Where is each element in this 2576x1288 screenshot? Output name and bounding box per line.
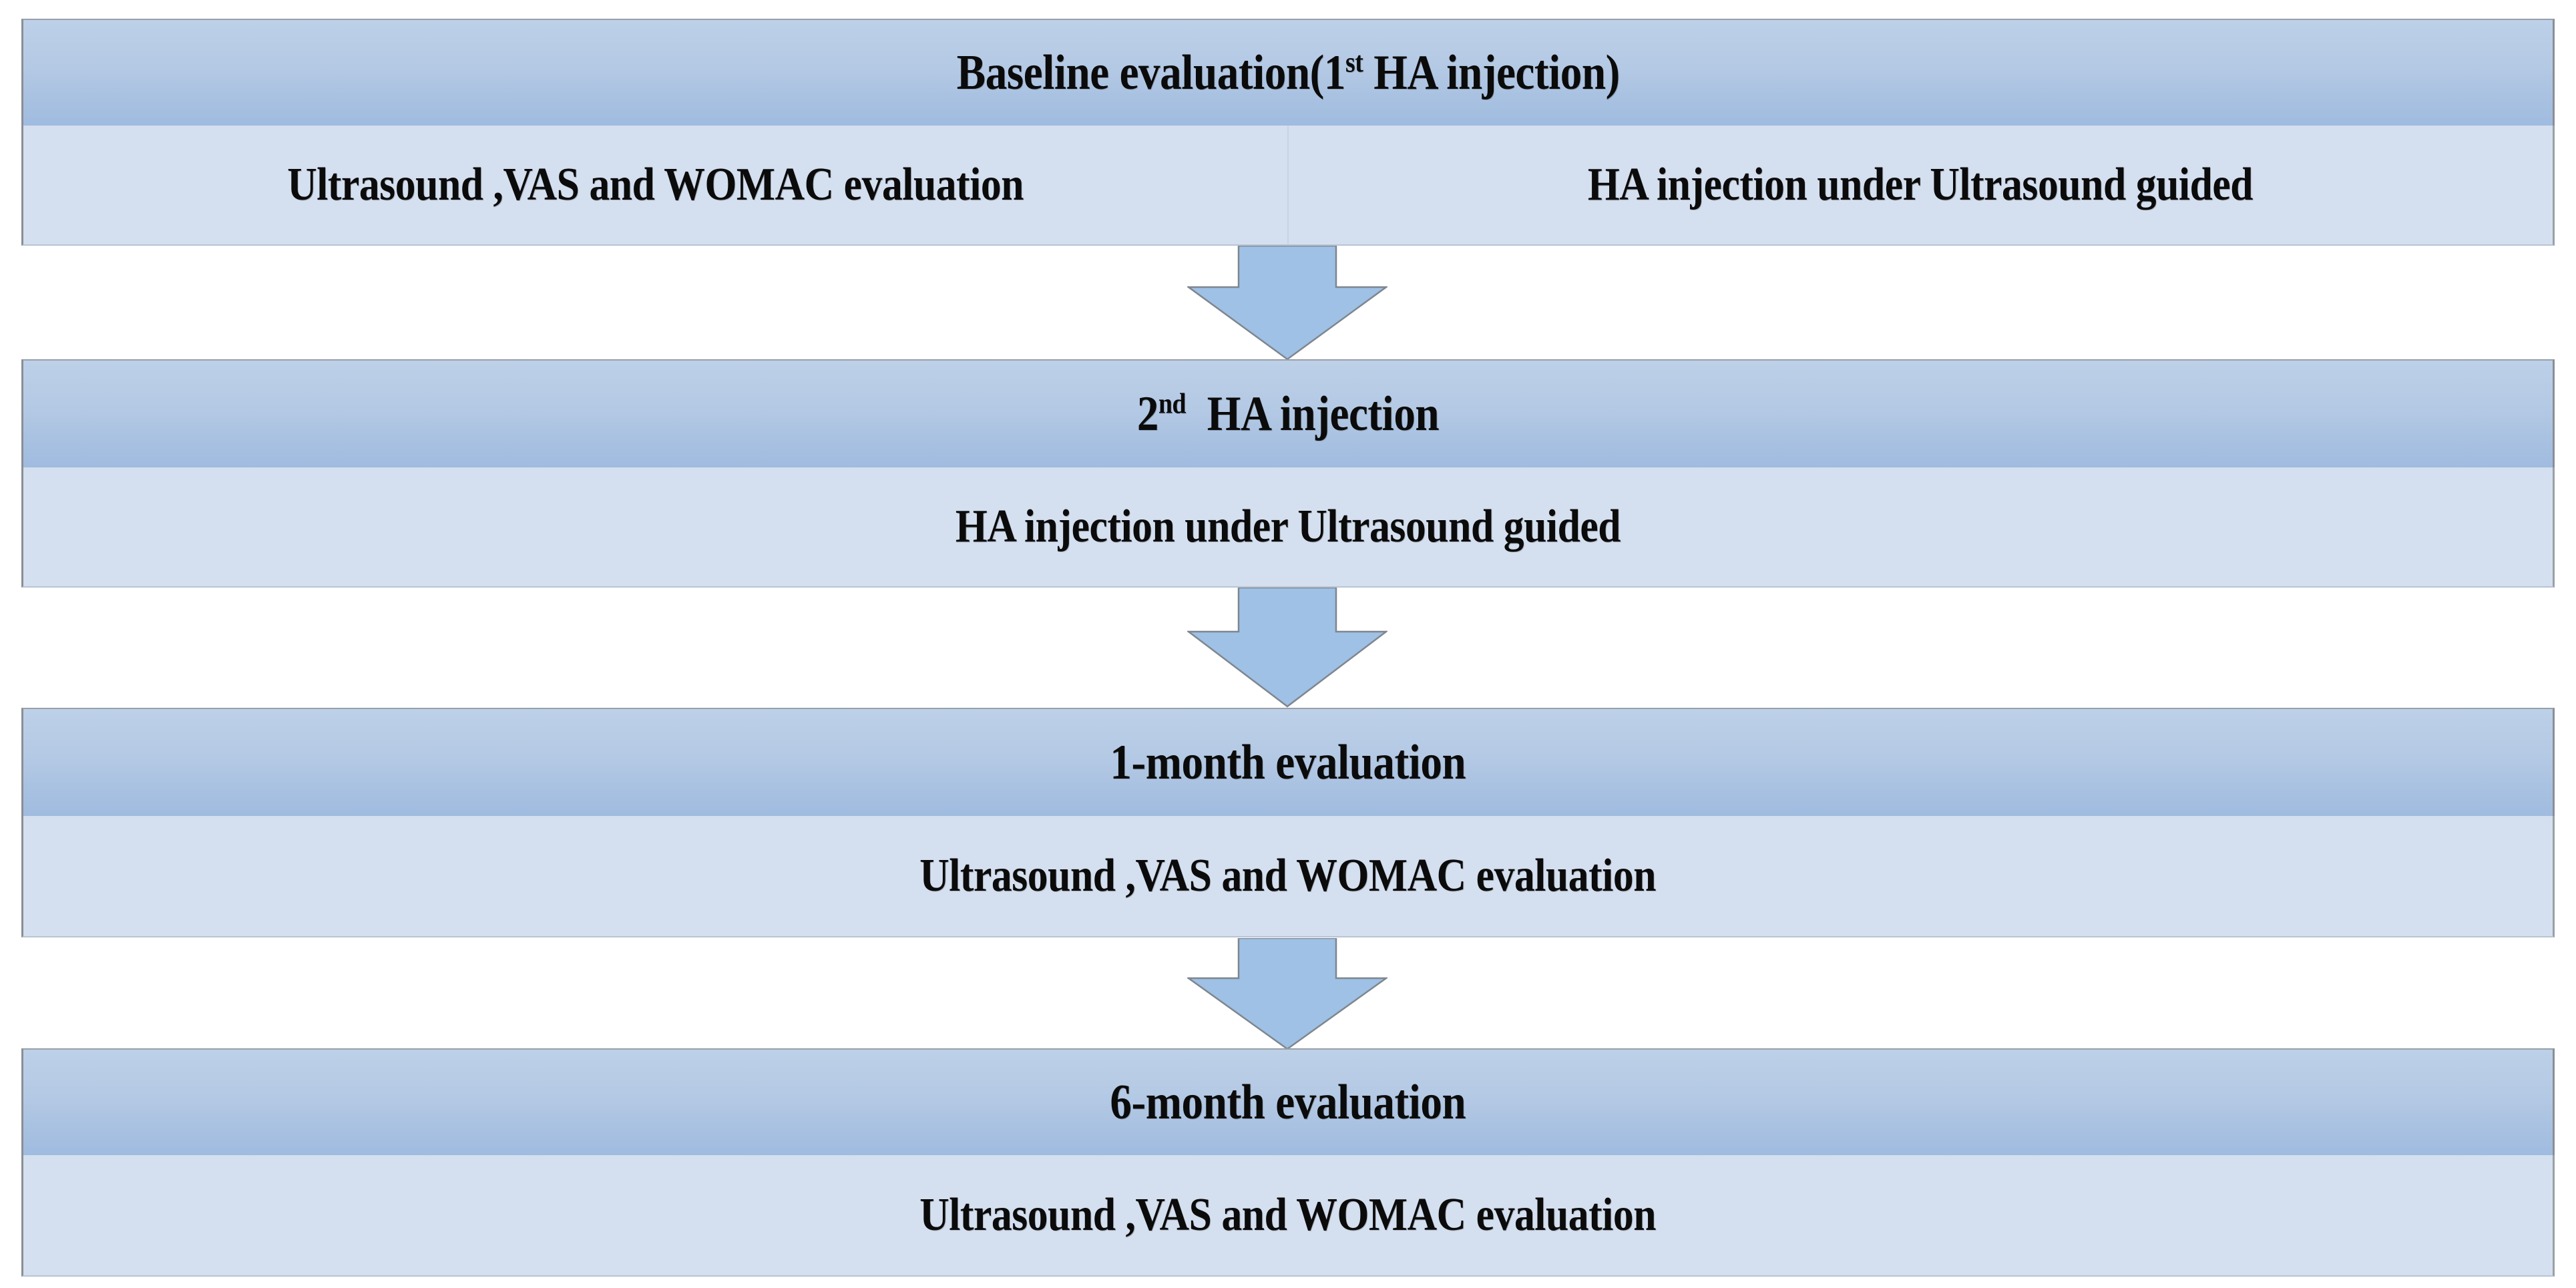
down-arrow-icon [1187, 938, 1387, 1050]
stage-baseline-cell-evaluation-label: Ultrasound ,VAS and WOMAC evaluation [287, 159, 1024, 210]
stage-baseline-title-superscript: st [1345, 47, 1363, 79]
stage-one-month-header: 1-month evaluation [21, 708, 2555, 816]
stage-second-injection-title: 2nd HA injection [1136, 387, 1440, 441]
stage-second-injection-title-prefix: 2 [1136, 387, 1159, 441]
stage-baseline-title-suffix: HA injection) [1363, 45, 1620, 100]
stage-one-month-title: 1-month evaluation [1110, 738, 1466, 787]
stage-baseline-cell-evaluation: Ultrasound ,VAS and WOMAC evaluation [23, 126, 1289, 244]
stage-second-injection-header: 2nd HA injection [21, 359, 2555, 467]
arrow-baseline-to-second [1187, 246, 1387, 361]
stage-second-injection-body: HA injection under Ultrasound guided [21, 467, 2555, 588]
stage-second-injection-body-label: HA injection under Ultrasound guided [955, 501, 1621, 552]
stage-baseline: Baseline evaluation(1st HA injection) Ul… [21, 19, 2555, 246]
stage-one-month-body: Ultrasound ,VAS and WOMAC evaluation [21, 816, 2555, 937]
down-arrow-icon [1187, 588, 1387, 708]
stage-second-injection-title-suffix: HA injection [1186, 387, 1440, 441]
stage-one-month-body-label: Ultrasound ,VAS and WOMAC evaluation [919, 850, 1657, 901]
down-arrow-icon [1187, 246, 1387, 361]
stage-baseline-body: Ultrasound ,VAS and WOMAC evaluation HA … [21, 126, 2555, 246]
stage-baseline-header: Baseline evaluation(1st HA injection) [21, 19, 2555, 126]
stage-six-month-header: 6-month evaluation [21, 1048, 2555, 1155]
arrow-second-to-one-month [1187, 588, 1387, 708]
stage-baseline-cell-injection-label: HA injection under Ultrasound guided [1588, 159, 2253, 210]
stage-baseline-cell-injection: HA injection under Ultrasound guided [1289, 126, 2553, 244]
stage-one-month: 1-month evaluation Ultrasound ,VAS and W… [21, 708, 2555, 937]
stage-six-month: 6-month evaluation Ultrasound ,VAS and W… [21, 1048, 2555, 1277]
stage-baseline-title-prefix: Baseline evaluation(1 [956, 45, 1345, 100]
arrow-one-month-to-six-month [1187, 938, 1387, 1050]
stage-six-month-body-label: Ultrasound ,VAS and WOMAC evaluation [919, 1189, 1657, 1241]
stage-baseline-title: Baseline evaluation(1st HA injection) [956, 45, 1620, 100]
stage-second-injection: 2nd HA injection HA injection under Ultr… [21, 359, 2555, 588]
stage-six-month-title-prefix: 6-month evaluation [1110, 1075, 1466, 1130]
stage-second-injection-title-superscript: nd [1158, 388, 1187, 420]
stage-six-month-title: 6-month evaluation [1110, 1078, 1466, 1127]
stage-one-month-title-prefix: 1-month evaluation [1110, 735, 1466, 790]
stage-six-month-body: Ultrasound ,VAS and WOMAC evaluation [21, 1155, 2555, 1277]
